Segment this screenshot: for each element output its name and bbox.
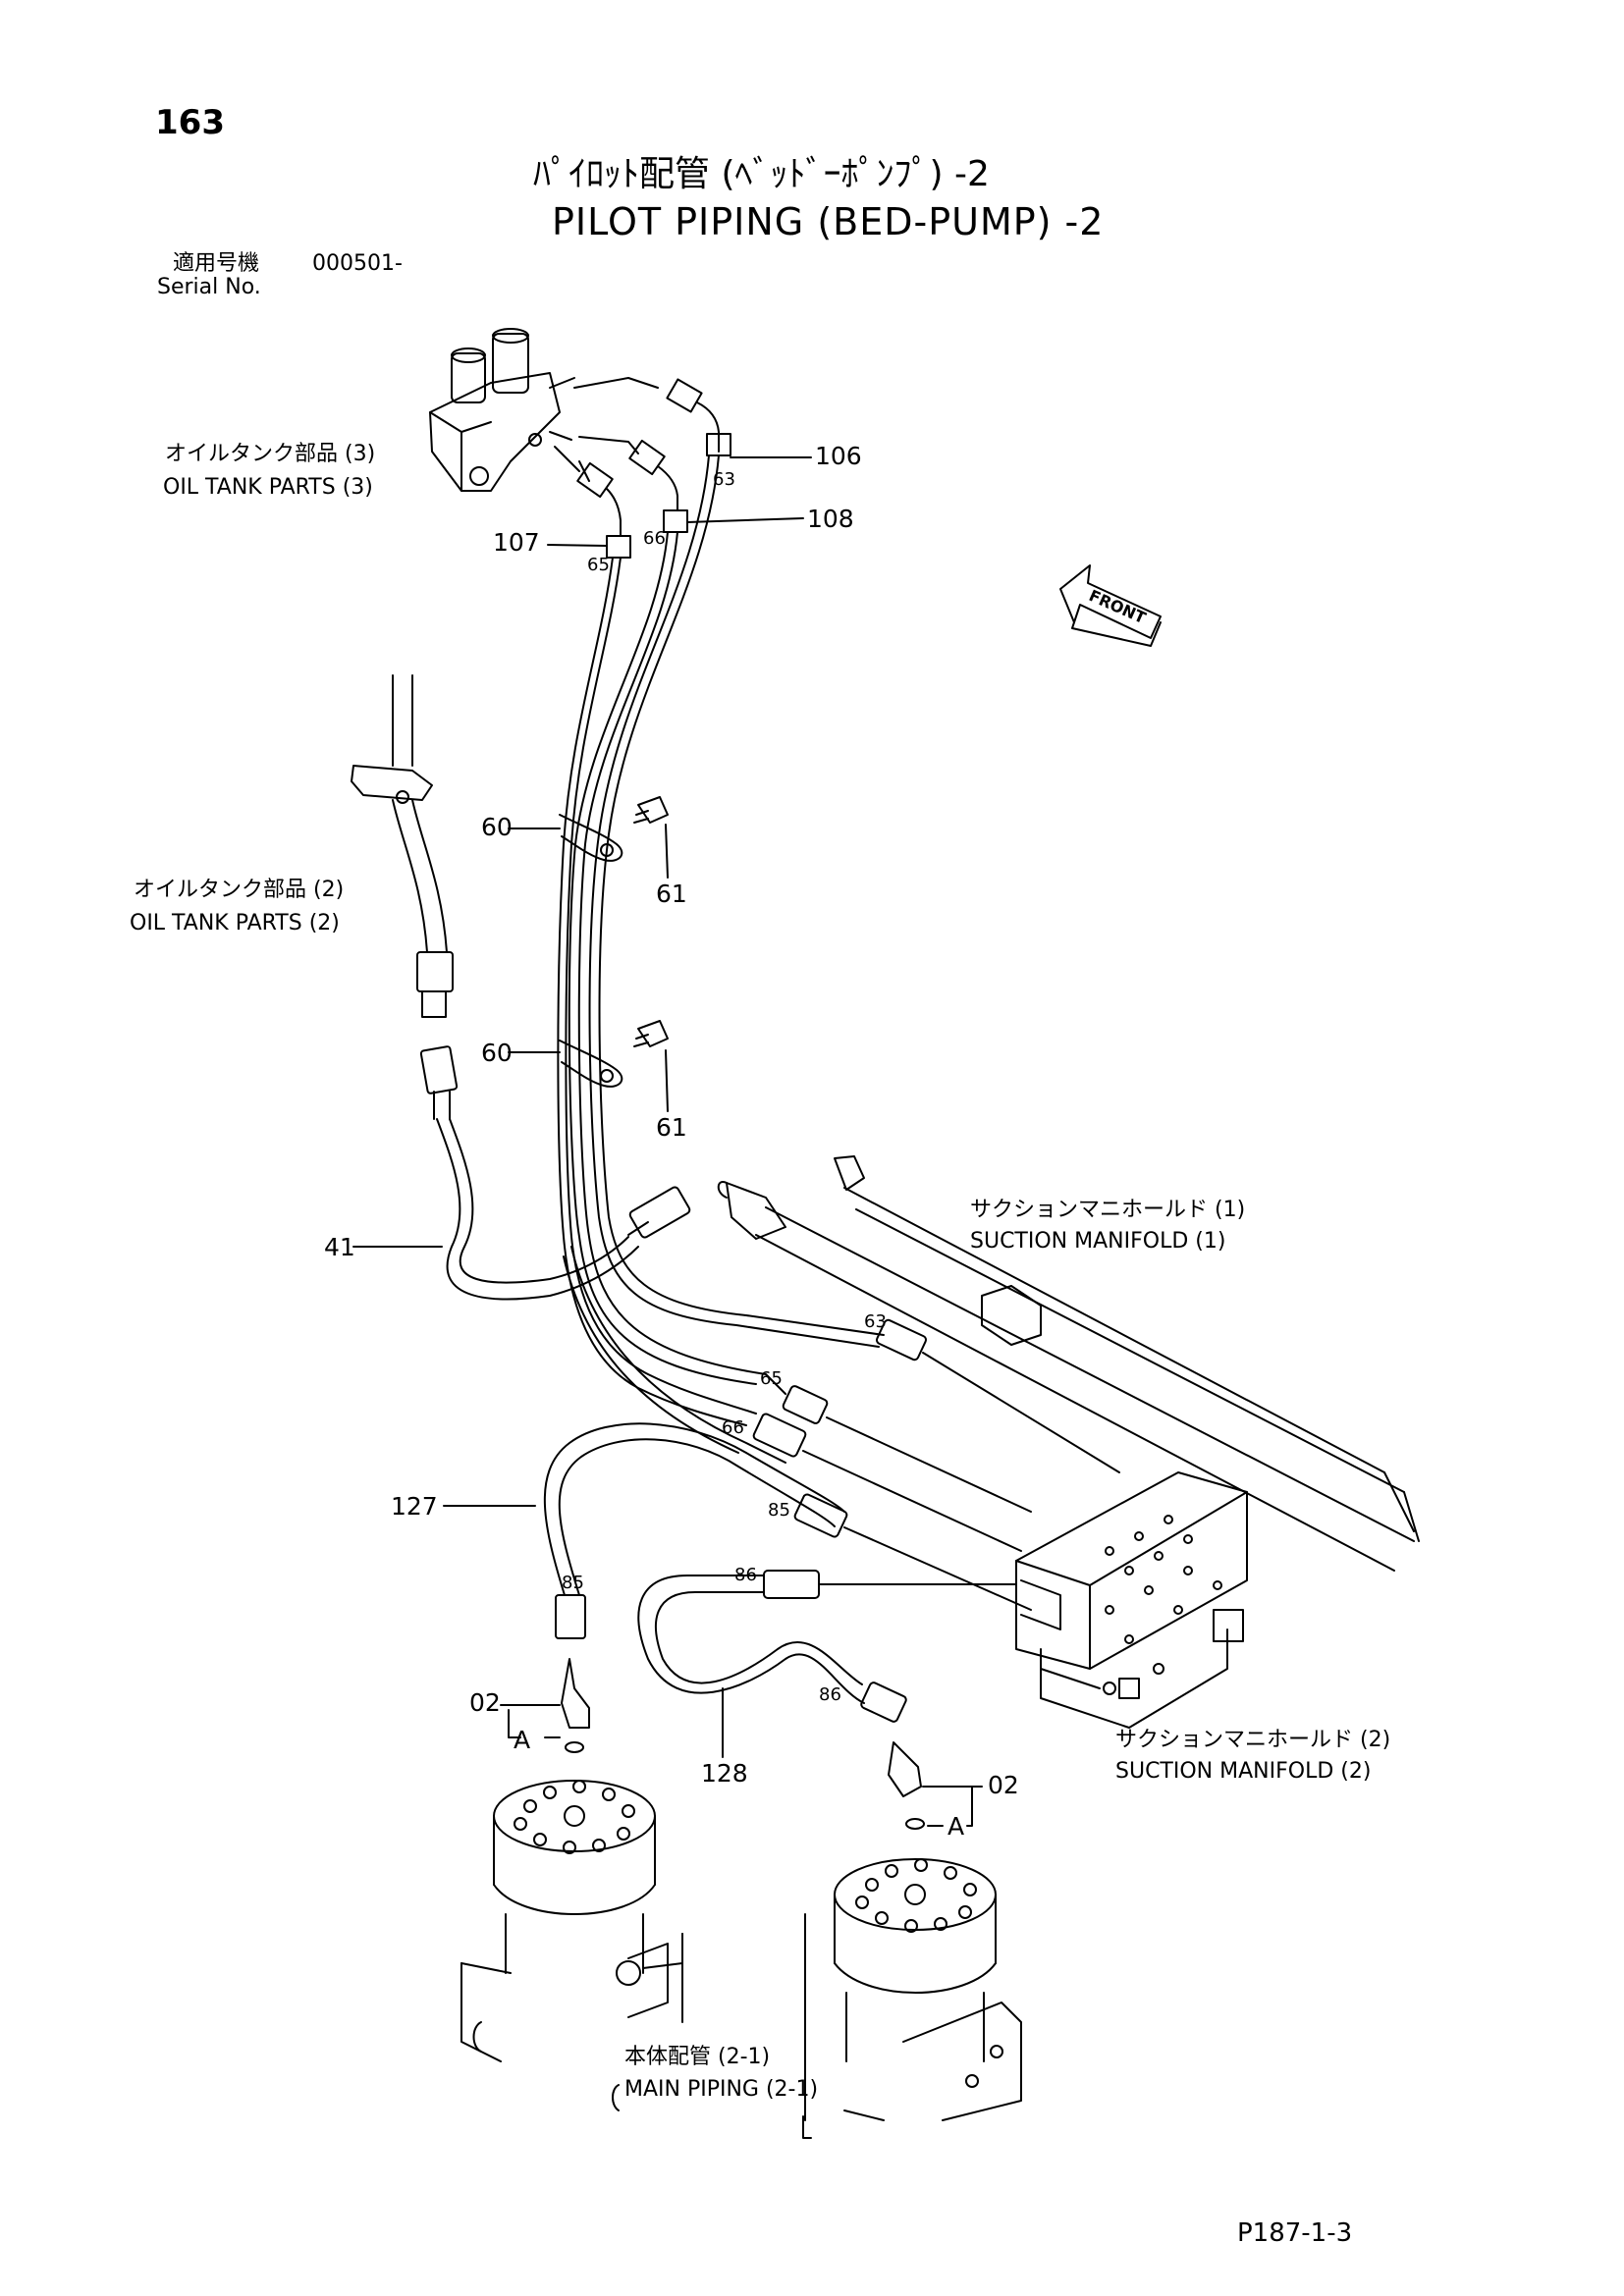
front-arrow-icon — [1060, 565, 1161, 646]
pilot-hose-bundle — [558, 455, 884, 1463]
part-number-60-lower: 60 — [481, 1039, 513, 1067]
ref-oil-tank-2-jp: オイルタンク部品 (2) — [134, 878, 345, 902]
elbow-fitting-left — [562, 1659, 589, 1752]
top-fittings — [577, 379, 731, 558]
hose-mark-63-bottom: 63 — [864, 1311, 887, 1332]
serial-label-english: Serial No. — [157, 275, 261, 299]
clamp-upper — [560, 815, 622, 861]
main-piping-bracket — [613, 2085, 811, 2138]
hose-128 — [638, 1571, 1016, 1723]
suction-manifold-2-block — [1016, 1472, 1247, 1728]
pump-left — [461, 1781, 682, 2061]
leader-02-left — [501, 1705, 560, 1737]
hose-mark-66-top: 66 — [643, 528, 666, 549]
leader-02-right — [923, 1787, 982, 1826]
title-english: PILOT PIPING (BED-PUMP) -2 — [552, 200, 1105, 243]
clamp-lower — [560, 1041, 622, 1087]
part-number-108: 108 — [807, 505, 854, 533]
hose-127 — [545, 1423, 844, 1638]
serial-label-japanese: 適用号機 — [173, 251, 260, 276]
oil-tank-pipe-2 — [352, 675, 453, 1017]
title-japanese: ﾊﾟｲﾛｯﾄ配管 (ﾍﾞｯﾄﾞｰﾎﾟﾝﾌﾟ) -2 — [533, 154, 990, 194]
ref-main-piping-jp: 本体配管 (2-1) — [624, 2045, 771, 2069]
ref-oil-tank-2-en: OIL TANK PARTS (2) — [130, 911, 340, 935]
suction-manifold-1 — [719, 1156, 1419, 1571]
hose-41 — [420, 1046, 690, 1300]
leader-61-upper — [666, 825, 668, 878]
front-arrow-label: FRONT — [1086, 586, 1149, 627]
page-number: 163 — [155, 103, 225, 142]
part-number-61-lower: 61 — [656, 1113, 687, 1142]
ref-suction-manifold-2-jp: サクションマニホールド (2) — [1115, 1728, 1391, 1752]
hose-mark-63-top: 63 — [713, 469, 735, 490]
serial-value: 000501- — [312, 251, 403, 276]
hose-end-fittings — [752, 1318, 1119, 1610]
ref-main-piping-en: MAIN PIPING (2-1) — [624, 2077, 819, 2102]
leader-108 — [687, 518, 803, 522]
ref-suction-manifold-1-jp: サクションマニホールド (1) — [970, 1198, 1246, 1222]
detail-a-left: A — [514, 1726, 531, 1754]
part-number-128: 128 — [701, 1759, 748, 1788]
elbow-fitting-right — [889, 1742, 924, 1829]
ref-oil-tank-3-jp: オイルタンク部品 (3) — [165, 442, 376, 466]
part-number-61-upper: 61 — [656, 880, 687, 908]
part-number-02-left: 02 — [469, 1688, 501, 1717]
part-number-02-right: 02 — [988, 1771, 1019, 1799]
hose-mark-85-left: 85 — [562, 1573, 584, 1593]
ref-suction-manifold-2-en: SUCTION MANIFOLD (2) — [1115, 1759, 1372, 1784]
part-number-60-upper: 60 — [481, 813, 513, 841]
figure-code: P187-1-3 — [1237, 2218, 1353, 2248]
leader-61-lower — [666, 1050, 668, 1111]
ref-suction-manifold-1-en: SUCTION MANIFOLD (1) — [970, 1229, 1226, 1254]
oil-tank-valve-block — [430, 329, 658, 491]
bolt-lower — [634, 1021, 668, 1046]
pump-right — [805, 1859, 1021, 2120]
leader-107 — [548, 545, 607, 546]
part-number-127: 127 — [391, 1492, 438, 1521]
part-number-107: 107 — [493, 528, 540, 557]
bolt-upper — [634, 797, 668, 823]
hose-mark-86-bottom: 86 — [819, 1684, 841, 1705]
hose-mark-85-right: 85 — [768, 1500, 790, 1521]
hose-mark-65-top: 65 — [587, 555, 610, 575]
detail-a-right: A — [947, 1812, 965, 1841]
part-number-41: 41 — [324, 1233, 355, 1261]
part-number-106: 106 — [815, 442, 862, 470]
ref-oil-tank-3-en: OIL TANK PARTS (3) — [163, 475, 373, 500]
